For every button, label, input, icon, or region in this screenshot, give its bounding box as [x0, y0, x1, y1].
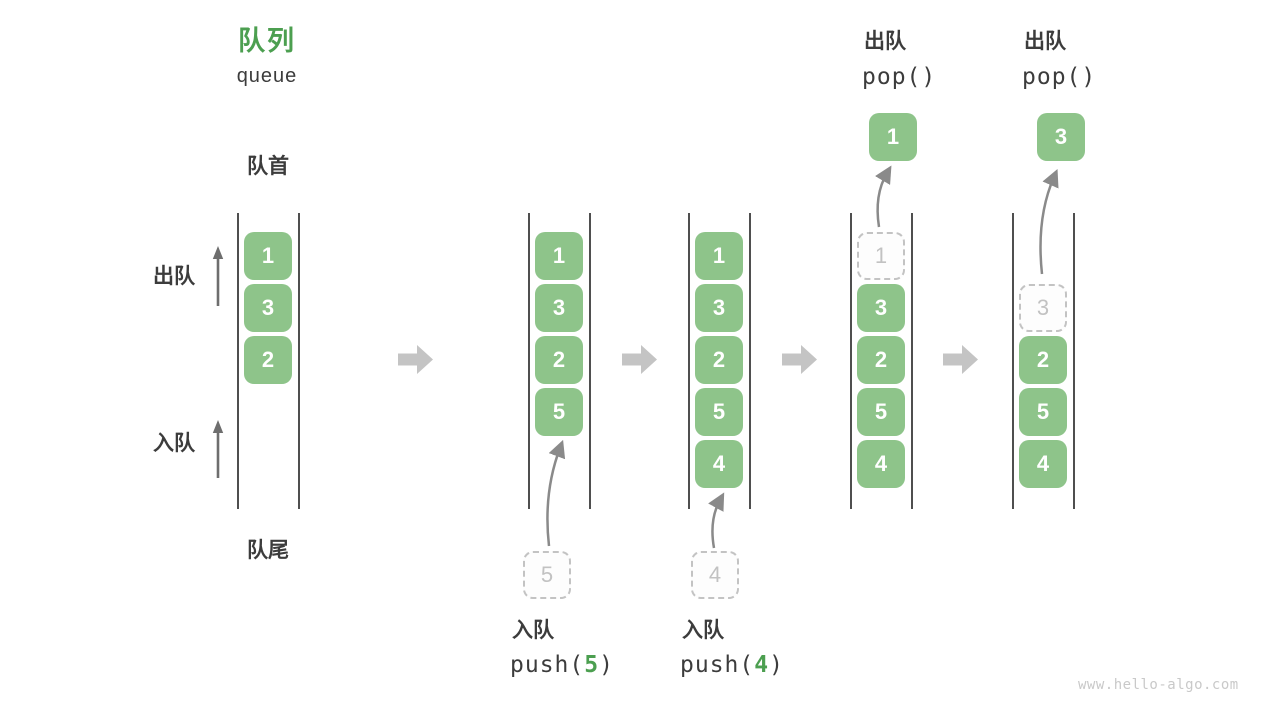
- enqueue-arrow-icon: [708, 492, 725, 549]
- queue-element: 2: [857, 336, 905, 384]
- queue-element: 2: [535, 336, 583, 384]
- queue-wall-right: [911, 213, 913, 509]
- fn-close: ): [599, 652, 614, 678]
- right-block-arrow-icon: [782, 345, 817, 374]
- queue-element: 2: [695, 336, 743, 384]
- queue-wall-left: [237, 213, 239, 509]
- queue-element: 3: [535, 284, 583, 332]
- queue-element: 2: [1019, 336, 1067, 384]
- queue-element: 5: [857, 388, 905, 436]
- label-dequeue-side: 出队: [153, 265, 195, 288]
- queue-element: 3: [695, 284, 743, 332]
- popped-element: 3: [1037, 113, 1085, 161]
- fn-arg: 4: [754, 652, 770, 678]
- op-code: push(5): [510, 654, 614, 677]
- dequeue-arrow-icon: [875, 165, 892, 228]
- queue-element: 1: [244, 232, 292, 280]
- dequeue-arrow-icon: [1039, 168, 1059, 275]
- up-arrow-icon: [212, 420, 224, 478]
- queue-wall-left: [688, 213, 690, 509]
- queue-element: 1: [695, 232, 743, 280]
- pending-element: 5: [523, 551, 571, 599]
- pending-element: 4: [691, 551, 739, 599]
- queue-wall-left: [1012, 213, 1014, 509]
- queue-element: 2: [244, 336, 292, 384]
- queue-wall-right: [1073, 213, 1075, 509]
- op-label: 入队: [682, 619, 724, 642]
- right-block-arrow-icon: [622, 345, 657, 374]
- op-label: 出队: [1024, 30, 1066, 53]
- queue-element: 4: [857, 440, 905, 488]
- fn-arg: 5: [584, 652, 600, 678]
- queue-wall-right: [589, 213, 591, 509]
- queue-wall-right: [749, 213, 751, 509]
- title-zh: 队列: [238, 26, 296, 56]
- op-code: push(4): [680, 654, 784, 677]
- title-en: queue: [236, 65, 298, 87]
- title-block: 队列 queue: [197, 26, 337, 87]
- queue-wall-left: [528, 213, 530, 509]
- op-label: 入队: [512, 619, 554, 642]
- ghost-element: 1: [857, 232, 905, 280]
- op-code: pop(): [1022, 64, 1097, 90]
- op-label: 出队: [864, 30, 906, 53]
- popped-element: 1: [869, 113, 917, 161]
- right-block-arrow-icon: [398, 345, 433, 374]
- label-enqueue-side: 入队: [153, 432, 195, 455]
- queue-element: 3: [857, 284, 905, 332]
- queue-element: 4: [1019, 440, 1067, 488]
- queue-wall-left: [850, 213, 852, 509]
- watermark: www.hello-algo.com: [1078, 677, 1239, 693]
- enqueue-arrow-icon: [546, 439, 566, 547]
- queue-element: 3: [244, 284, 292, 332]
- queue-element: 5: [1019, 388, 1067, 436]
- label-queue-rear: 队尾: [247, 539, 289, 562]
- up-arrow-icon: [212, 246, 224, 306]
- ghost-element: 3: [1019, 284, 1067, 332]
- op-code: pop(): [862, 64, 937, 90]
- queue-element: 5: [695, 388, 743, 436]
- fn-open: push(: [680, 652, 755, 678]
- fn-close: ): [769, 652, 784, 678]
- queue-element: 5: [535, 388, 583, 436]
- fn-open: push(: [510, 652, 585, 678]
- queue-element: 1: [535, 232, 583, 280]
- queue-element: 4: [695, 440, 743, 488]
- queue-wall-right: [298, 213, 300, 509]
- right-block-arrow-icon: [943, 345, 978, 374]
- label-queue-front: 队首: [247, 155, 289, 178]
